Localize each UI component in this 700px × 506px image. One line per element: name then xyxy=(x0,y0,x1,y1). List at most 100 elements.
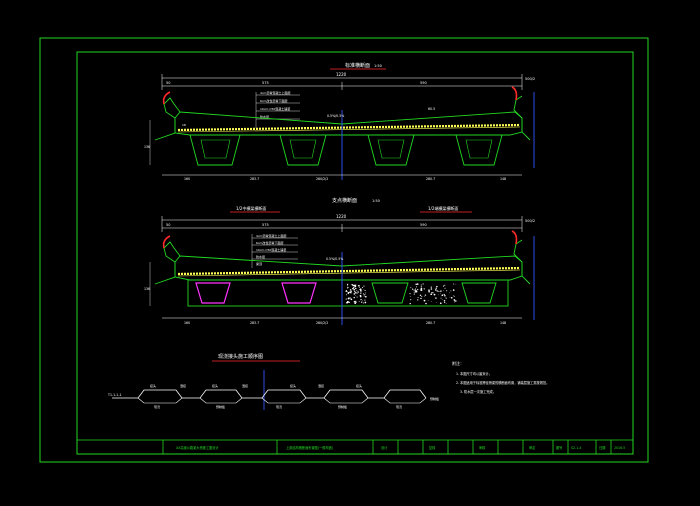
lower-pavement xyxy=(177,266,521,276)
joint-detail: 现浇接头施工顺序图 T1-1-1-1 接头 湿接 接头 湿接 接头 湿接 接头 … xyxy=(107,353,439,410)
hatch-dot xyxy=(363,302,365,304)
hatch-dot xyxy=(435,289,437,291)
upper-note-1: 4cm沥青混凝土上面层 xyxy=(260,90,290,95)
hatch-dot xyxy=(422,283,424,285)
hatch-dot xyxy=(435,301,437,303)
title-block: XX高速公路某大桥施工图设计 上部结构横断面布置图(一般构造) 设计 复核 审核… xyxy=(77,439,633,454)
lower-note-3: 10cm C50混凝土铺装 xyxy=(256,247,286,252)
note-item-1: 1. 本图尺寸均以厘米计。 xyxy=(456,371,492,376)
detail-label-1: 接头 xyxy=(150,383,156,388)
hatch-dot xyxy=(350,291,351,293)
hatch-dot xyxy=(417,299,419,301)
lower-bottom-4: 280.7 xyxy=(426,321,435,325)
lower-note-2: 6cm改性沥青下面层 xyxy=(256,240,283,245)
hatch-dot xyxy=(444,284,446,286)
lower-right-sub: 1/2端横梁横断面 xyxy=(428,205,458,211)
hatch-dot xyxy=(363,288,365,290)
lower-seg-left: 575 xyxy=(262,223,269,227)
hatch-dot xyxy=(445,297,447,299)
hatch-dot xyxy=(430,293,433,296)
hatch-dot xyxy=(423,295,425,297)
upper-bottom-1: 160 xyxy=(184,177,190,181)
detail-label-3: 接头 xyxy=(212,383,218,388)
hatch-dot xyxy=(353,301,355,303)
hatch-dot xyxy=(347,284,349,286)
hatch-dot xyxy=(410,287,412,289)
hatch-dot xyxy=(428,290,430,293)
hatch-dot xyxy=(440,297,441,299)
hatch-dot xyxy=(362,300,363,302)
hatch-dot xyxy=(420,285,422,287)
upper-left-edge: 50 xyxy=(166,81,170,85)
upper-scale: 1:50 xyxy=(374,64,382,68)
hatch-dot xyxy=(360,299,362,301)
hatch-dot xyxy=(415,289,417,292)
hatch-dot xyxy=(431,292,433,294)
detail-label-4: 湿接 xyxy=(242,383,248,388)
lower-seg-right: 590 xyxy=(420,223,427,227)
hatch-dot xyxy=(359,288,362,291)
hatch-dot xyxy=(412,288,414,290)
hatch-dot xyxy=(346,294,348,296)
hatch-dot xyxy=(440,293,441,295)
upper-bottom-2: 283.7 xyxy=(250,177,259,181)
hatch-dot xyxy=(436,285,438,288)
inner-frame xyxy=(76,51,634,455)
hatch-dot xyxy=(353,288,355,291)
lower-left-edge: 50 xyxy=(166,223,170,227)
hatch-dot xyxy=(415,283,417,286)
lower-girder-1 xyxy=(195,282,231,304)
tb-figure-label: 图号 xyxy=(556,445,562,450)
hatch-dot xyxy=(353,296,355,299)
hatch-dot xyxy=(347,293,349,295)
detail-label-2: 湿接 xyxy=(180,383,186,388)
upper-girder-3 xyxy=(367,134,415,166)
hatch-dot xyxy=(432,292,434,294)
hatch-dot xyxy=(410,299,412,301)
hatch-dot xyxy=(416,283,419,285)
hatch-dot xyxy=(440,290,442,292)
hatch-dot xyxy=(355,287,357,290)
hatch-dot xyxy=(423,299,426,302)
tb-design: 设计 xyxy=(381,445,388,450)
lower-left-sub: 1/2中横梁横断面 xyxy=(236,205,266,211)
hatch-dot xyxy=(420,289,423,292)
hatch-dot xyxy=(355,292,357,294)
hatch-dot xyxy=(359,286,360,288)
hatch-dot xyxy=(413,293,415,295)
hatch-dot xyxy=(416,286,418,288)
lower-bottom-2: 283.7 xyxy=(250,321,259,325)
hatch-dot xyxy=(352,284,355,287)
outer-frame xyxy=(39,37,649,463)
upper-left-small: 18 xyxy=(182,123,186,127)
hatch-dot xyxy=(354,292,356,294)
detail-left-label: T1-1-1-1 xyxy=(107,393,122,397)
notes: 附注： 1. 本图尺寸均以厘米计。 2. 本图适用于标准跨径桥梁的横断面布置，铺… xyxy=(452,360,549,394)
tb-drawing: 上部结构横断面布置图(一般构造) xyxy=(286,445,333,450)
hatch-dot xyxy=(416,290,418,292)
upper-left-height: 136 xyxy=(144,145,150,149)
upper-left-barrier xyxy=(154,97,181,141)
hatch-dot xyxy=(350,292,352,294)
hatch-dot xyxy=(347,287,349,289)
hatch-dot xyxy=(351,290,352,292)
upper-bottom-3: 280/2/2 xyxy=(316,177,328,181)
lower-left-rail xyxy=(162,235,171,249)
hatch-dot xyxy=(365,296,367,298)
hatch-dot xyxy=(444,287,446,289)
hatch-dot xyxy=(417,288,419,291)
hatch-dot xyxy=(346,283,349,286)
notes-heading: 附注： xyxy=(452,360,464,366)
tb-review: 审核 xyxy=(479,445,486,450)
hatch-dot xyxy=(453,295,454,297)
upper-center-mark: 0.5%/0.5% xyxy=(327,114,344,118)
lower-girder-3 xyxy=(371,282,409,304)
hatch-dot xyxy=(359,289,360,290)
hatch-dot xyxy=(450,290,452,292)
upper-right-barrier xyxy=(513,95,531,141)
upper-left-rail xyxy=(162,91,171,105)
hatch-dot xyxy=(441,297,442,299)
tb-check: 复核 xyxy=(429,445,436,450)
hatch-dot xyxy=(413,292,415,294)
hatch-dot xyxy=(354,290,356,293)
